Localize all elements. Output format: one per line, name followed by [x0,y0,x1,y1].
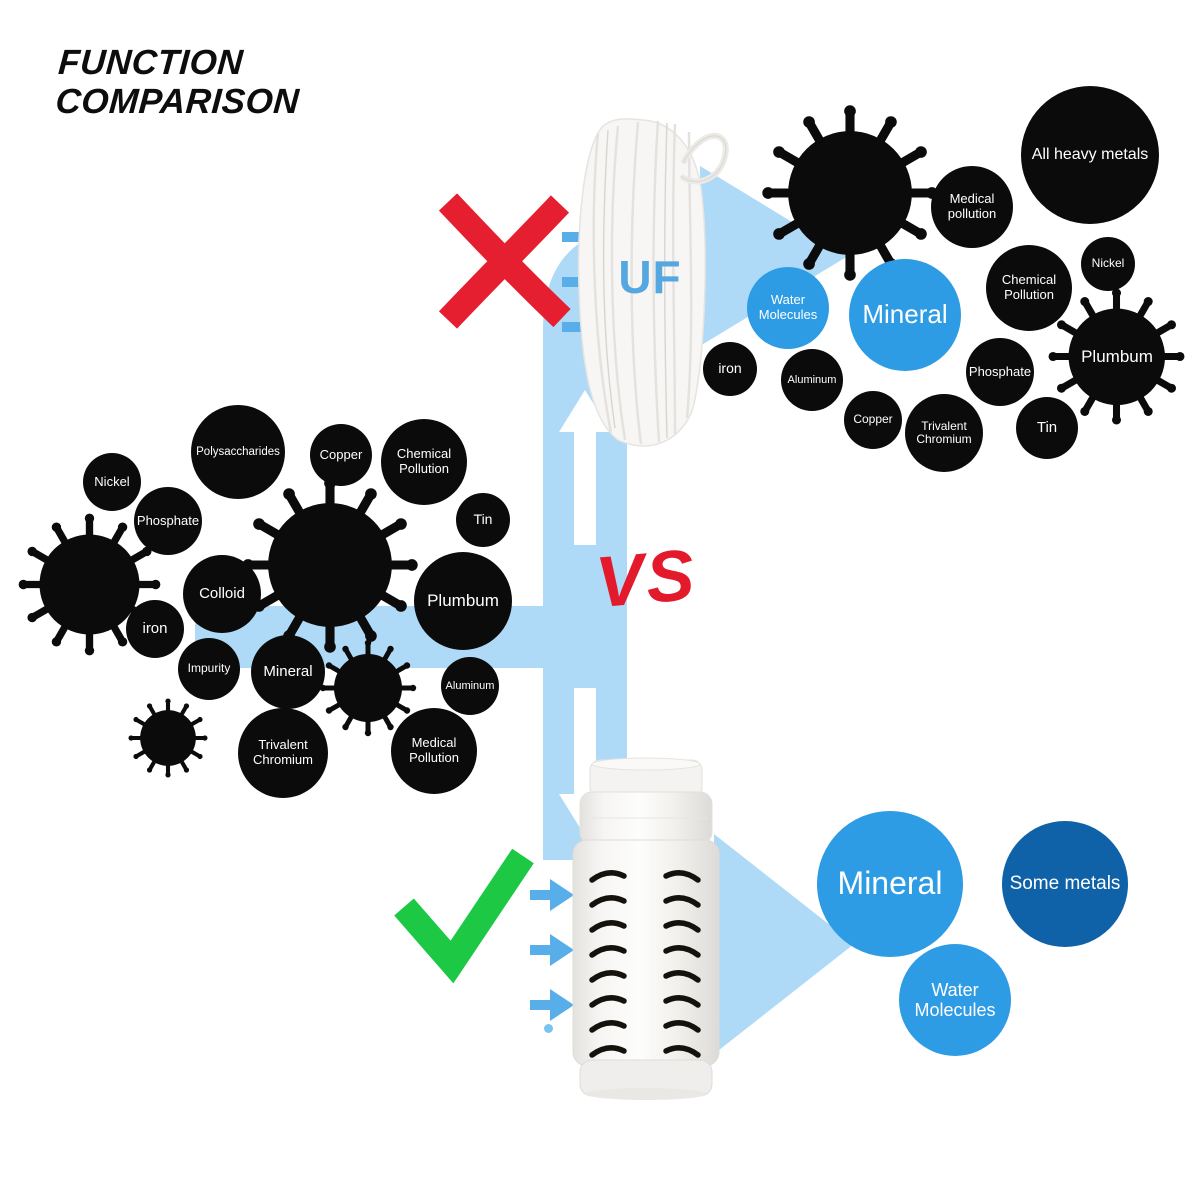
bubble-copper: Copper [310,424,372,486]
uf-membrane-illustration [577,118,729,447]
bubble-iron: iron [126,600,184,658]
right-arrow-icon [714,834,854,1054]
bubble-polysaccharides: Polysaccharides [191,405,285,499]
uf-label: UF [618,251,682,303]
bubble-iron: iron [703,342,757,396]
water-drop-dot [544,1024,553,1033]
bubble-mineral: Mineral [849,259,961,371]
vent-slots [589,870,701,1058]
bubble-aluminum: Aluminum [441,657,499,715]
bubble-nickel: Nickel [1081,237,1135,291]
vs-label: VS [592,534,700,624]
bubble-phosphate: Phosphate [134,487,202,555]
bubble-chemical-pollution: Chemical Pollution [381,419,467,505]
bubble-some-metals: Some metals [1002,821,1128,947]
page-title-line2: COMPARISON [54,81,301,121]
page-title: FUNCTION COMPARISON [54,43,303,121]
bubble-trivalent-chromium: Trivalent Chromium [905,394,983,472]
bubble-chemical-pollution: Chemical Pollution [986,245,1072,331]
bubble-mineral: Mineral [817,811,963,957]
bubble-tin: Tin [456,493,510,547]
page-title-line1: FUNCTION [57,43,245,82]
bubble-impurity: Impurity [178,638,240,700]
bubble-water-molecules: Water Molecules [899,944,1011,1056]
bubble-colloid: Colloid [183,555,261,633]
bubble-all-heavy-metals: All heavy metals [1021,86,1159,224]
bubble-aluminum: Aluminum [781,349,843,411]
bubble-plumbum: Plumbum [414,552,512,650]
bubble-trivalent-chromium: Trivalent Chromium [238,708,328,798]
up-arrow-icon [559,390,611,545]
bubble-medical-pollution: Medical pollution [931,166,1013,248]
bubble-plumbum: Plumbum [1069,309,1165,405]
bubble-mineral: Mineral [251,635,325,709]
bubble-water-molecules: Water Molecules [747,267,829,349]
bubble-nickel: Nickel [83,453,141,511]
bubble-tin: Tin [1016,397,1078,459]
bubble-medical-pollution: Medical Pollution [391,708,477,794]
bubble-phosphate: Phosphate [966,338,1034,406]
right-arrow-icon [700,166,848,346]
bubble-copper: Copper [844,391,902,449]
filter-cartridge-illustration [572,757,720,1100]
